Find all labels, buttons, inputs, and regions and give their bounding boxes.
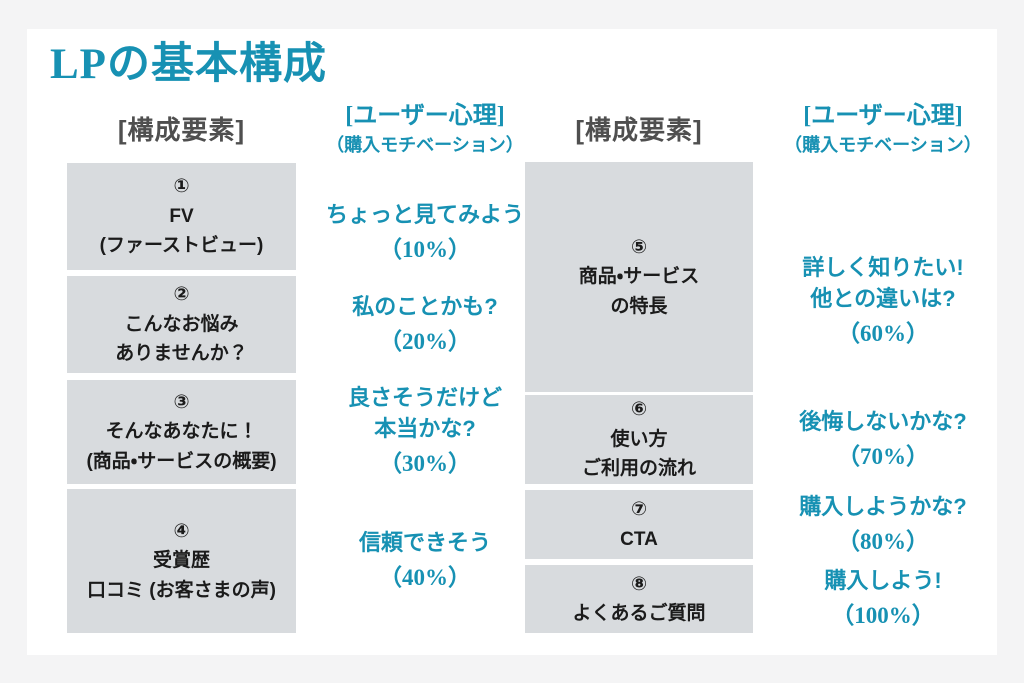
element-box-4: ④ 受賞歴 口コミ (お客さまの声) <box>67 489 296 633</box>
element-box-5: ⑤ 商品・サービス の特長 <box>525 162 753 392</box>
element-box-3: ③ そんなあなたに！ (商品・サービスの概要) <box>67 380 296 484</box>
elements-column-right: ⑤ 商品・サービス の特長 ⑥ 使い方 ご利用の流れ ⑦ CTA ⑧ よくあるご… <box>525 162 753 633</box>
psych-header-right-line1: [ユーザー心理] <box>803 103 963 129</box>
psych-note-4: 信頼できそう （40%） <box>310 489 540 633</box>
element-box-8: ⑧ よくあるご質問 <box>525 565 753 633</box>
infographic-card: LPの基本構成 [構成要素] [ユーザー心理] （購入モチベーション） [構成要… <box>27 29 997 655</box>
page-title: LPの基本構成 <box>50 41 327 88</box>
psych-percent-4: （40%） <box>379 565 471 591</box>
psych-note-6: 後悔しないかな? （70%） <box>768 395 998 484</box>
element-box-6: ⑥ 使い方 ご利用の流れ <box>525 395 753 484</box>
psych-header-right-line2: （購入モチベーション） <box>784 135 982 156</box>
psych-percent-8: （100%） <box>831 603 935 629</box>
psych-percent-5: （60%） <box>837 321 929 347</box>
psych-percent-2: （20%） <box>379 328 471 354</box>
psych-note-1: ちょっと見てみよう （10%） <box>310 163 540 286</box>
psych-note-3: 良さそうだけど 本当かな? （30%） <box>310 379 540 483</box>
elements-header-left: [構成要素] <box>117 115 246 145</box>
psych-text-4: 信頼できそう <box>358 530 491 556</box>
psych-note-7: 購入しようかな? （80%） <box>768 490 998 559</box>
psych-note-2: 私のことかも? （20%） <box>310 276 540 373</box>
psych-percent-3: （30%） <box>379 451 471 477</box>
element-box-7: ⑦ CTA <box>525 490 753 559</box>
psych-text-1: ちょっと見てみよう <box>325 201 524 227</box>
psych-note-8: 購入しよう! （100%） <box>768 565 998 633</box>
psych-text-6: 後悔しないかな? <box>799 408 967 434</box>
psych-text-8: 購入しよう! <box>824 568 942 594</box>
psych-text-7: 購入しようかな? <box>799 493 967 519</box>
psych-header-left-line2: （購入モチベーション） <box>326 135 524 156</box>
elements-header-right: [構成要素] <box>575 115 703 145</box>
element-box-1: ① FV (ファーストビュー) <box>67 163 296 270</box>
element-box-2: ② こんなお悩み ありませんか？ <box>67 276 296 373</box>
psych-text-2: 私のことかも? <box>352 293 498 319</box>
psych-text-5: 詳しく知りたい! 他との違いは? <box>802 254 964 312</box>
psych-text-3: 良さそうだけど 本当かな? <box>347 384 502 442</box>
elements-column-left: ① FV (ファーストビュー) ② こんなお悩み ありませんか？ ③ そんなあな… <box>67 163 296 633</box>
psych-note-5: 詳しく知りたい! 他との違いは? （60%） <box>768 162 998 416</box>
psych-percent-6: （70%） <box>837 443 929 469</box>
psych-header-left: [ユーザー心理] （購入モチベーション） <box>305 101 545 159</box>
psych-header-right: [ユーザー心理] （購入モチベーション） <box>763 101 1003 159</box>
psych-header-left-line1: [ユーザー心理] <box>345 103 505 129</box>
psych-percent-7: （80%） <box>837 528 929 554</box>
psych-percent-1: （10%） <box>379 236 471 262</box>
